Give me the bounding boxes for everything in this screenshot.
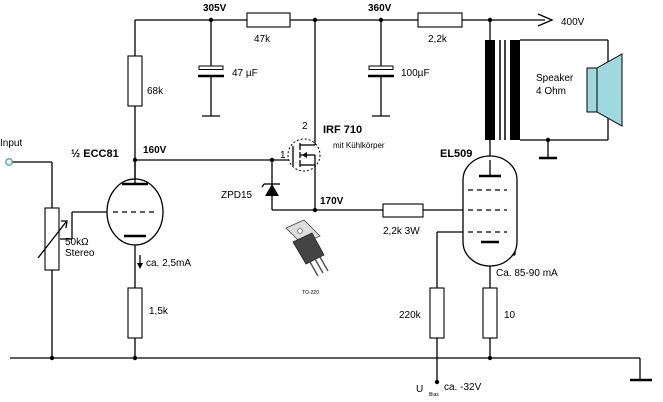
resistor-2k2 bbox=[417, 12, 463, 28]
capacitor-47uf bbox=[198, 65, 224, 117]
current-arrow-icon bbox=[137, 255, 143, 269]
pot-type-label: Stereo bbox=[65, 248, 95, 259]
ecc81-tube bbox=[106, 160, 164, 246]
mosfet-irf710 bbox=[287, 138, 321, 172]
voltage-label-160: 160V bbox=[143, 145, 167, 156]
el509-label: EL509 bbox=[440, 148, 472, 160]
label-1k5: 1,5k bbox=[149, 306, 169, 317]
resistor-1k5 bbox=[127, 287, 143, 339]
zener-label: ZPD15 bbox=[221, 190, 253, 201]
mosfet-note: mit Kühlkörper bbox=[333, 141, 385, 150]
voltage-label-360: 360V bbox=[368, 3, 392, 14]
mosfet-pin-2: 2 bbox=[302, 121, 308, 132]
output-transformer bbox=[485, 40, 520, 140]
input-label: Input bbox=[0, 138, 22, 149]
current-label-el509: Ca. 85-90 mA bbox=[496, 268, 558, 279]
to220-package-icon bbox=[285, 219, 329, 277]
input-terminal[interactable] bbox=[5, 158, 13, 166]
label-220k: 220k bbox=[399, 310, 422, 321]
voltage-label-305: 305V bbox=[203, 3, 227, 14]
resistor-47k bbox=[246, 12, 291, 28]
zener-diode bbox=[261, 183, 280, 196]
arrow-right-icon bbox=[537, 13, 554, 27]
mosfet-pin-1: 1 bbox=[280, 150, 286, 161]
label-2k2-3w: 2,2k 3W bbox=[383, 226, 420, 237]
potentiometer bbox=[37, 207, 68, 271]
resistor-2k2-3w bbox=[382, 203, 424, 218]
mosfet-label: IRF 710 bbox=[323, 124, 362, 136]
label-2k2: 2,2k bbox=[428, 34, 448, 45]
bias-subscript: Bias bbox=[429, 392, 439, 398]
label-47uf: 47 µF bbox=[232, 68, 258, 79]
bias-value-label: ca. -32V bbox=[444, 382, 482, 393]
capacitor-100uf bbox=[368, 65, 394, 117]
voltage-label-170: 170V bbox=[320, 196, 344, 207]
current-label-ecc81: ca. 2,5mA bbox=[146, 258, 191, 269]
label-47k: 47k bbox=[254, 34, 271, 45]
resistor-10 bbox=[482, 287, 498, 339]
resistor-68k bbox=[127, 55, 143, 107]
voltage-label-400: 400V bbox=[561, 17, 585, 28]
label-10: 10 bbox=[504, 310, 516, 321]
ecc81-label: ½ ECC81 bbox=[71, 148, 119, 160]
bias-u-label: U bbox=[416, 384, 423, 395]
speaker-icon bbox=[586, 53, 623, 127]
resistor-220k bbox=[429, 287, 445, 339]
pot-value-label: 50kΩ bbox=[65, 237, 89, 248]
el509-tube bbox=[462, 155, 518, 267]
speaker-label-line1: Speaker bbox=[536, 73, 574, 84]
label-100uf: 100µF bbox=[401, 68, 430, 79]
speaker-label-line2: 4 Ohm bbox=[536, 86, 566, 97]
package-label: TO-220 bbox=[302, 290, 319, 296]
label-68k: 68k bbox=[147, 86, 164, 97]
